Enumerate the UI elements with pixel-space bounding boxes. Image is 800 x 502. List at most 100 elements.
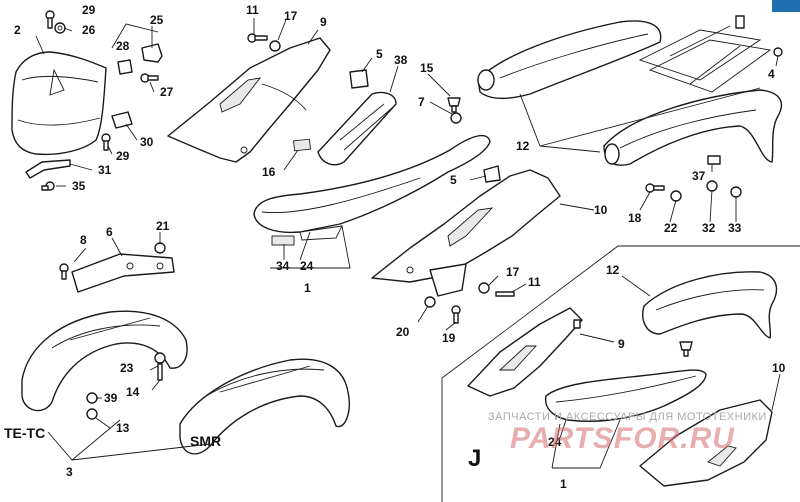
corner-badge (772, 0, 800, 12)
label-23: 23 (120, 361, 134, 375)
label-29-lower: 29 (116, 149, 130, 163)
pad-16 (293, 138, 311, 152)
label-9: 9 (320, 15, 327, 29)
label-24-j: 24 (548, 435, 562, 449)
label-12-upper: 12 (516, 139, 530, 153)
rear-subframe (638, 15, 772, 93)
filter-cover-38 (317, 91, 397, 166)
strap-31 (25, 159, 71, 179)
label-14: 14 (126, 385, 140, 399)
label-10: 10 (594, 203, 608, 217)
screw-15 (447, 97, 461, 113)
label-9-j: 9 (618, 337, 625, 351)
label-21: 21 (156, 219, 170, 233)
clip-30 (111, 111, 133, 129)
section-label-j: J (468, 445, 481, 472)
label-37: 37 (692, 169, 706, 183)
label-15: 15 (420, 61, 434, 75)
bolt-4 (773, 47, 783, 57)
label-38: 38 (394, 53, 408, 67)
bolt-11-upper (247, 33, 268, 43)
label-20: 20 (396, 325, 410, 339)
nut-17-upper (269, 40, 281, 52)
spacer-26 (54, 22, 66, 34)
nut-32 (706, 180, 718, 192)
washer-22 (670, 190, 682, 202)
bracket-10-mount (429, 263, 467, 297)
label-11-upper: 11 (246, 3, 259, 17)
label-39: 39 (104, 391, 118, 405)
rear-fender-lower (603, 89, 783, 166)
pad-34 (271, 235, 295, 246)
rear-fender-upper (477, 20, 662, 99)
section-j-border (441, 245, 800, 502)
label-32: 32 (702, 221, 716, 235)
front-fender-smr (179, 358, 350, 455)
leader-lines (35, 18, 781, 469)
screw-27 (140, 73, 159, 83)
label-1-j: 1 (560, 477, 567, 491)
label-22: 22 (664, 221, 678, 235)
washer-39 (86, 392, 98, 404)
nut-17-lower (478, 282, 490, 294)
watermark-logo: PARTSFOR.RU (510, 422, 735, 455)
bushing-5-upper (349, 69, 369, 89)
label-1: 1 (304, 281, 311, 295)
front-mudguard-bracket-6 (71, 253, 175, 293)
label-27: 27 (160, 85, 174, 99)
nut-13 (86, 408, 98, 420)
label-16: 16 (262, 165, 276, 179)
screw-29-lower (101, 133, 111, 151)
label-10-j: 10 (772, 361, 786, 375)
clip-28 (117, 59, 133, 75)
variant-label-smr: SMR (190, 433, 221, 449)
label-31: 31 (98, 163, 112, 177)
bracket-25 (141, 43, 163, 63)
label-5-lower: 5 (450, 173, 457, 187)
bolt-19 (451, 305, 461, 324)
watermark-tagline: ЗАПЧАСТИ И АКСЕССУАРЫ ДЛЯ МОТОТЕХНИКИ (488, 411, 767, 423)
label-25: 25 (150, 13, 164, 27)
label-19: 19 (442, 331, 456, 345)
label-33: 33 (728, 221, 742, 235)
label-2: 2 (14, 23, 21, 37)
side-panel-j-left (467, 307, 583, 397)
label-11-lower: 11 (528, 275, 541, 289)
label-35: 35 (72, 179, 86, 193)
label-7: 7 (418, 95, 425, 109)
variant-label-tetc: TE-TC (4, 425, 45, 441)
label-18: 18 (628, 211, 642, 225)
label-28: 28 (116, 39, 130, 53)
screw-8 (59, 263, 69, 280)
label-24: 24 (300, 259, 314, 273)
label-12-j: 12 (606, 263, 620, 277)
label-34: 34 (276, 259, 290, 273)
label-17-upper: 17 (284, 9, 298, 23)
front-fender-tetc (21, 310, 188, 412)
part-number-labels: 29 26 2 25 28 27 30 29 31 35 11 17 9 5 3… (14, 3, 786, 491)
seat-assembly (253, 134, 491, 241)
washer-20 (424, 296, 436, 308)
front-number-plate (11, 51, 107, 156)
bushing-5-lower (483, 165, 501, 183)
bolt-14 (157, 363, 163, 381)
screw-35 (41, 181, 55, 191)
nut-33 (730, 186, 742, 198)
label-4: 4 (768, 67, 775, 81)
washer-7 (450, 112, 462, 124)
bolt-18 (645, 183, 665, 193)
watermark: ЗАПЧАСТИ И АКСЕССУАРЫ ДЛЯ МОТОТЕХНИКИ PA… (488, 411, 767, 455)
side-panel-j-right (639, 399, 773, 487)
fastener-29-top (45, 10, 55, 29)
rear-fender-j (642, 271, 778, 339)
seat-j (544, 369, 707, 422)
bolt-11-lower (495, 291, 515, 297)
side-panel-left (167, 37, 331, 163)
spacer-23 (154, 352, 166, 364)
label-30: 30 (140, 135, 154, 149)
label-8: 8 (80, 233, 87, 247)
label-17-lower: 17 (506, 265, 520, 279)
label-5-upper: 5 (376, 47, 383, 61)
label-29-top: 29 (82, 3, 96, 17)
